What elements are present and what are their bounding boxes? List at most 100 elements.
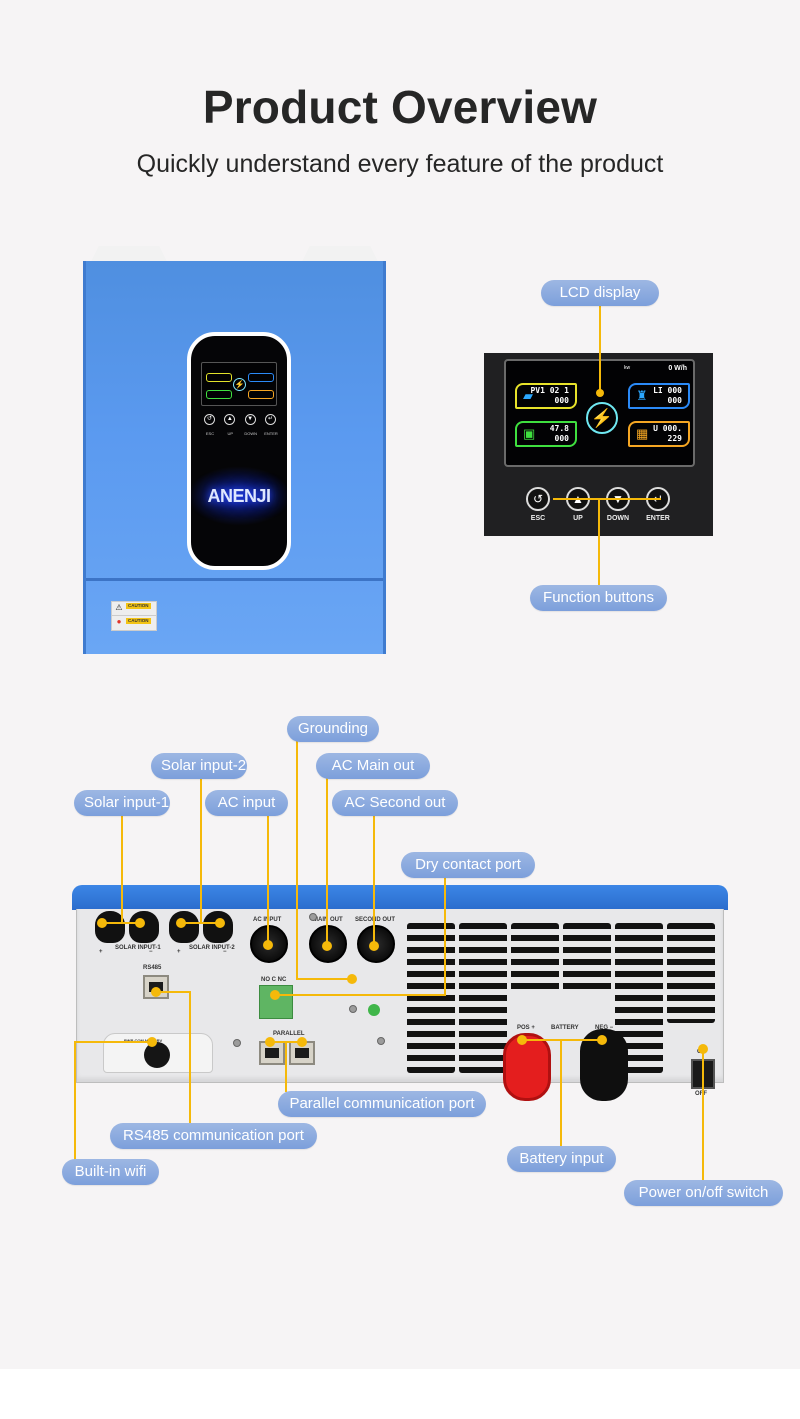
- minus-label: −: [149, 949, 153, 955]
- lcd-battery-line2: 000: [554, 434, 569, 443]
- rear-plate: SOLAR INPUT-1 + − SOLAR INPUT-2 + − AC I…: [76, 909, 724, 1101]
- battery-negative-terminal: [580, 1029, 628, 1101]
- callout-parallel-port: Parallel communication port: [278, 1091, 486, 1117]
- esc-label: ESC: [530, 515, 546, 522]
- caution-label: CAUTION: [126, 603, 151, 609]
- vent-column: [563, 923, 611, 993]
- wifi-connector: [144, 1042, 170, 1068]
- rs485-port: [143, 975, 169, 999]
- vent-column: [459, 923, 507, 1073]
- wifi-led-labels: PWR COM NET SRV: [124, 1038, 163, 1043]
- solar1-neg-port: [129, 911, 159, 943]
- panel-seam: [86, 578, 383, 581]
- page-subtitle: Quickly understand every feature of the …: [136, 150, 664, 178]
- vent-column: [667, 923, 715, 1023]
- down-button[interactable]: ▼: [606, 487, 630, 511]
- mini-grid-box: [248, 373, 274, 382]
- callout-rs485-port: RS485 communication port: [110, 1123, 317, 1149]
- battery-positive-terminal: [503, 1033, 551, 1101]
- switch-off-label: OFF: [695, 1091, 707, 1097]
- solar1-label: SOLAR INPUT-1: [115, 945, 161, 951]
- lcd-pv-line1: PV1 02 1: [530, 386, 569, 395]
- lcd-load-line2: 229: [667, 434, 682, 443]
- callout-power-switch: Power on/off switch: [624, 1180, 783, 1206]
- callout-lcd-display: LCD display: [541, 280, 659, 306]
- wifi-module: PWR COM NET SRV: [103, 1033, 213, 1073]
- rear-panel-image: SOLAR INPUT-1 + − SOLAR INPUT-2 + − AC I…: [72, 885, 728, 1101]
- down-arrow-icon: ▼: [612, 492, 624, 506]
- plus-label: +: [177, 949, 181, 955]
- battery-label: BATTERY: [551, 1025, 579, 1031]
- parallel-port-1: [259, 1041, 285, 1065]
- mini-battery-box: [206, 390, 232, 399]
- mini-down-button: ▼DOWN: [244, 414, 257, 436]
- logo-glow: [191, 466, 287, 526]
- ground-sticker: [368, 1004, 380, 1016]
- mini-lcd: ⚡: [201, 362, 277, 406]
- enter-label: ENTER: [646, 515, 670, 522]
- mini-esc-label: ESC: [205, 431, 215, 436]
- callout-built-in-wifi: Built-in wifi: [62, 1159, 159, 1185]
- screw: [309, 913, 317, 921]
- esc-icon: ↺: [532, 492, 544, 506]
- mini-enter-label: ENTER: [264, 431, 278, 436]
- mini-up-button: ▲UP: [224, 414, 236, 436]
- ac-input-port: [250, 925, 288, 963]
- ac-second-out-port: [357, 925, 395, 963]
- enter-icon: ↵: [652, 492, 664, 506]
- neg-label: NEG −: [595, 1025, 614, 1031]
- grid-tower-icon: ♜: [636, 388, 648, 403]
- lcd-pv-line2: 000: [554, 396, 569, 405]
- lcd-grid-line1: LI 000: [653, 386, 682, 395]
- dry-contact-terminal: [259, 985, 293, 1019]
- callout-battery-input: Battery input: [507, 1146, 616, 1172]
- solar2-label: SOLAR INPUT-2: [189, 945, 235, 951]
- enter-button[interactable]: ↵: [646, 487, 670, 511]
- mini-down-label: DOWN: [244, 431, 257, 436]
- lcd-energy-readout: 0 W/h: [668, 365, 687, 372]
- front-device-image: ⚡ ↺ESC ▲UP ▼DOWN ↵ENTER ANENJI ⚠CAUTION …: [83, 246, 386, 654]
- rs485-label: RS485: [143, 965, 162, 971]
- lightning-bolt-icon: ⚡: [586, 402, 618, 434]
- mini-buttons: ↺ESC ▲UP ▼DOWN ↵ENTER: [204, 414, 278, 436]
- solar2-neg-port: [203, 911, 233, 943]
- rear-top-cover: [72, 885, 728, 910]
- callout-solar-input-1: Solar input-1: [74, 790, 170, 816]
- lcd-load-values: U 000.229: [653, 424, 682, 444]
- vent-column: [511, 923, 559, 993]
- switch-on-label: ON: [697, 1049, 706, 1055]
- callout-ac-main-out: AC Main out: [316, 753, 430, 779]
- warning-icon: ⚠: [115, 602, 123, 612]
- brand-logo: ANENJI: [207, 486, 271, 506]
- esc-button[interactable]: ↺: [526, 487, 550, 511]
- callout-dry-contact-port: Dry contact port: [401, 852, 535, 878]
- parallel-port-2: [289, 1041, 315, 1065]
- dry-contact-label: NO C NC: [261, 977, 287, 983]
- mini-esc-button: ↺ESC: [204, 414, 215, 436]
- mini-enter-button: ↵ENTER: [264, 414, 278, 436]
- power-switch[interactable]: [691, 1059, 715, 1089]
- screw: [233, 1039, 241, 1047]
- front-control-panel: ⚡ ↺ESC ▲UP ▼DOWN ↵ENTER ANENJI: [187, 332, 291, 570]
- mini-pv-box: [206, 373, 232, 382]
- fire-hazard-icon: ●: [116, 617, 122, 626]
- up-arrow-icon: ▲: [572, 492, 584, 506]
- screw: [377, 1037, 385, 1045]
- lcd-grid-line2: 000: [667, 396, 682, 405]
- lcd-load-card: ▦ U 000.229: [628, 421, 690, 447]
- main-out-label: MAIN OUT: [313, 917, 343, 923]
- up-button[interactable]: ▲: [566, 487, 590, 511]
- up-label: UP: [573, 515, 583, 522]
- device-body: ⚡ ↺ESC ▲UP ▼DOWN ↵ENTER ANENJI ⚠CAUTION …: [83, 261, 386, 654]
- caution-sticker: ⚠CAUTION ●CAUTION: [111, 601, 157, 631]
- vent-column: [407, 923, 455, 1073]
- second-out-label: SECOND OUT: [355, 917, 396, 923]
